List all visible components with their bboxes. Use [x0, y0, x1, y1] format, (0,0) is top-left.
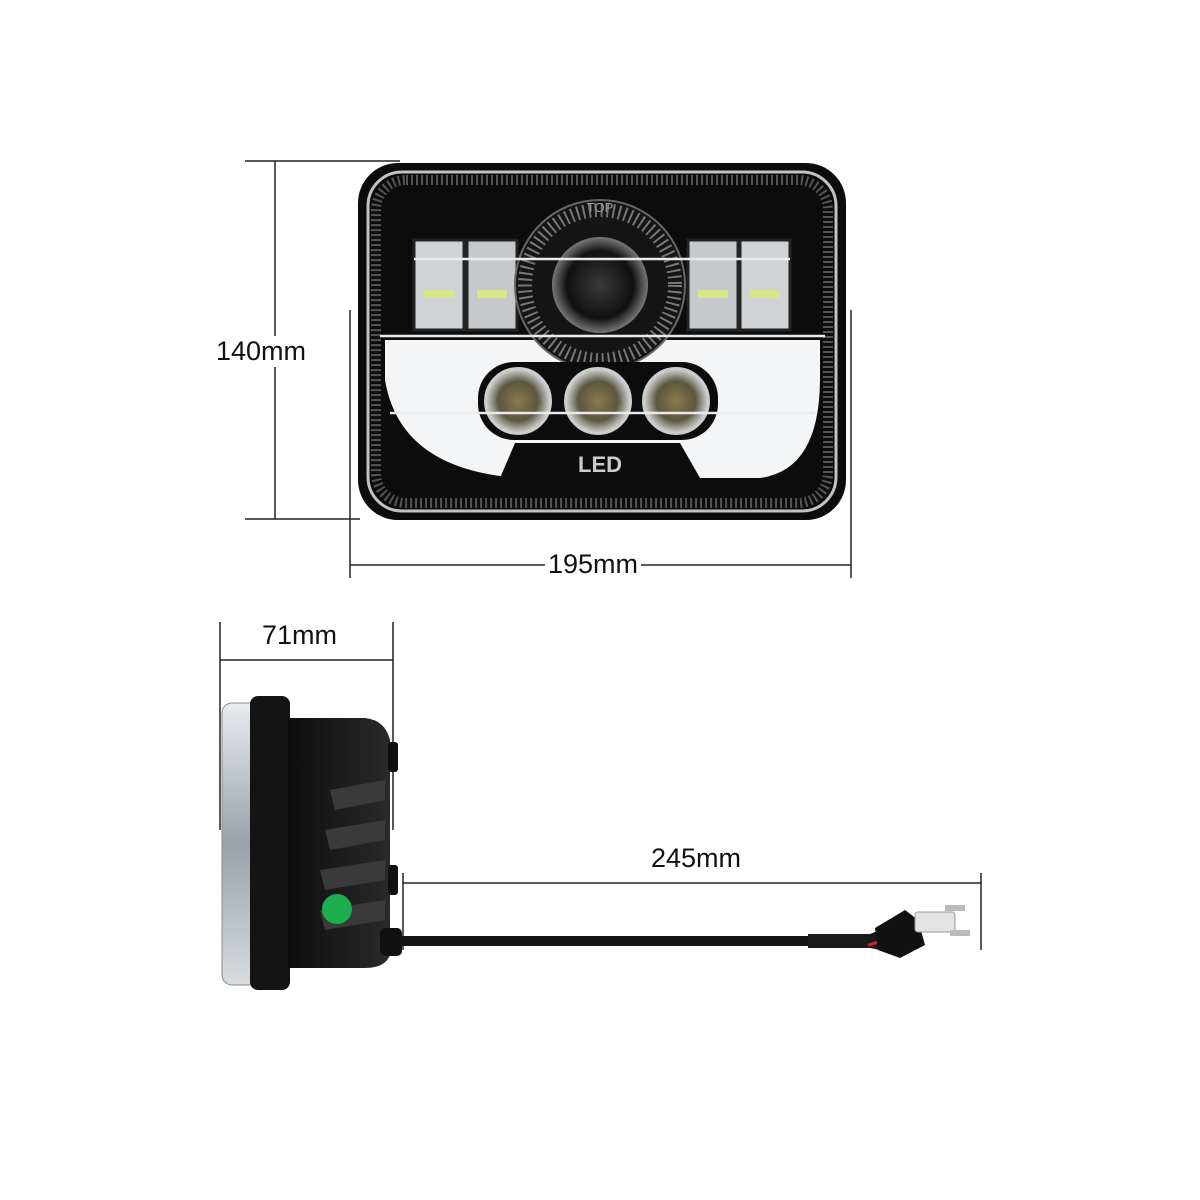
- certification-sticker: [322, 894, 352, 924]
- top-marking: TOP: [587, 200, 614, 215]
- cable-length-label: 245mm: [648, 843, 745, 874]
- headlight-front-view: TOP LED: [358, 163, 846, 520]
- width-dimension-label: 195mm: [545, 549, 642, 580]
- headlight-side-view: [221, 696, 970, 990]
- led-lens: [642, 367, 710, 435]
- h4-plug: [875, 910, 925, 958]
- led-lens: [484, 367, 552, 435]
- height-dimension-label: 140mm: [213, 336, 310, 367]
- cable-grommet: [380, 928, 402, 956]
- led-lens: [564, 367, 632, 435]
- depth-dimension-line: [219, 622, 394, 830]
- depth-dimension-label: 71mm: [259, 620, 341, 651]
- power-cable: [400, 936, 810, 946]
- projector-lens: [552, 237, 648, 333]
- side-led-modules: [412, 238, 792, 332]
- led-badge: LED: [578, 452, 622, 477]
